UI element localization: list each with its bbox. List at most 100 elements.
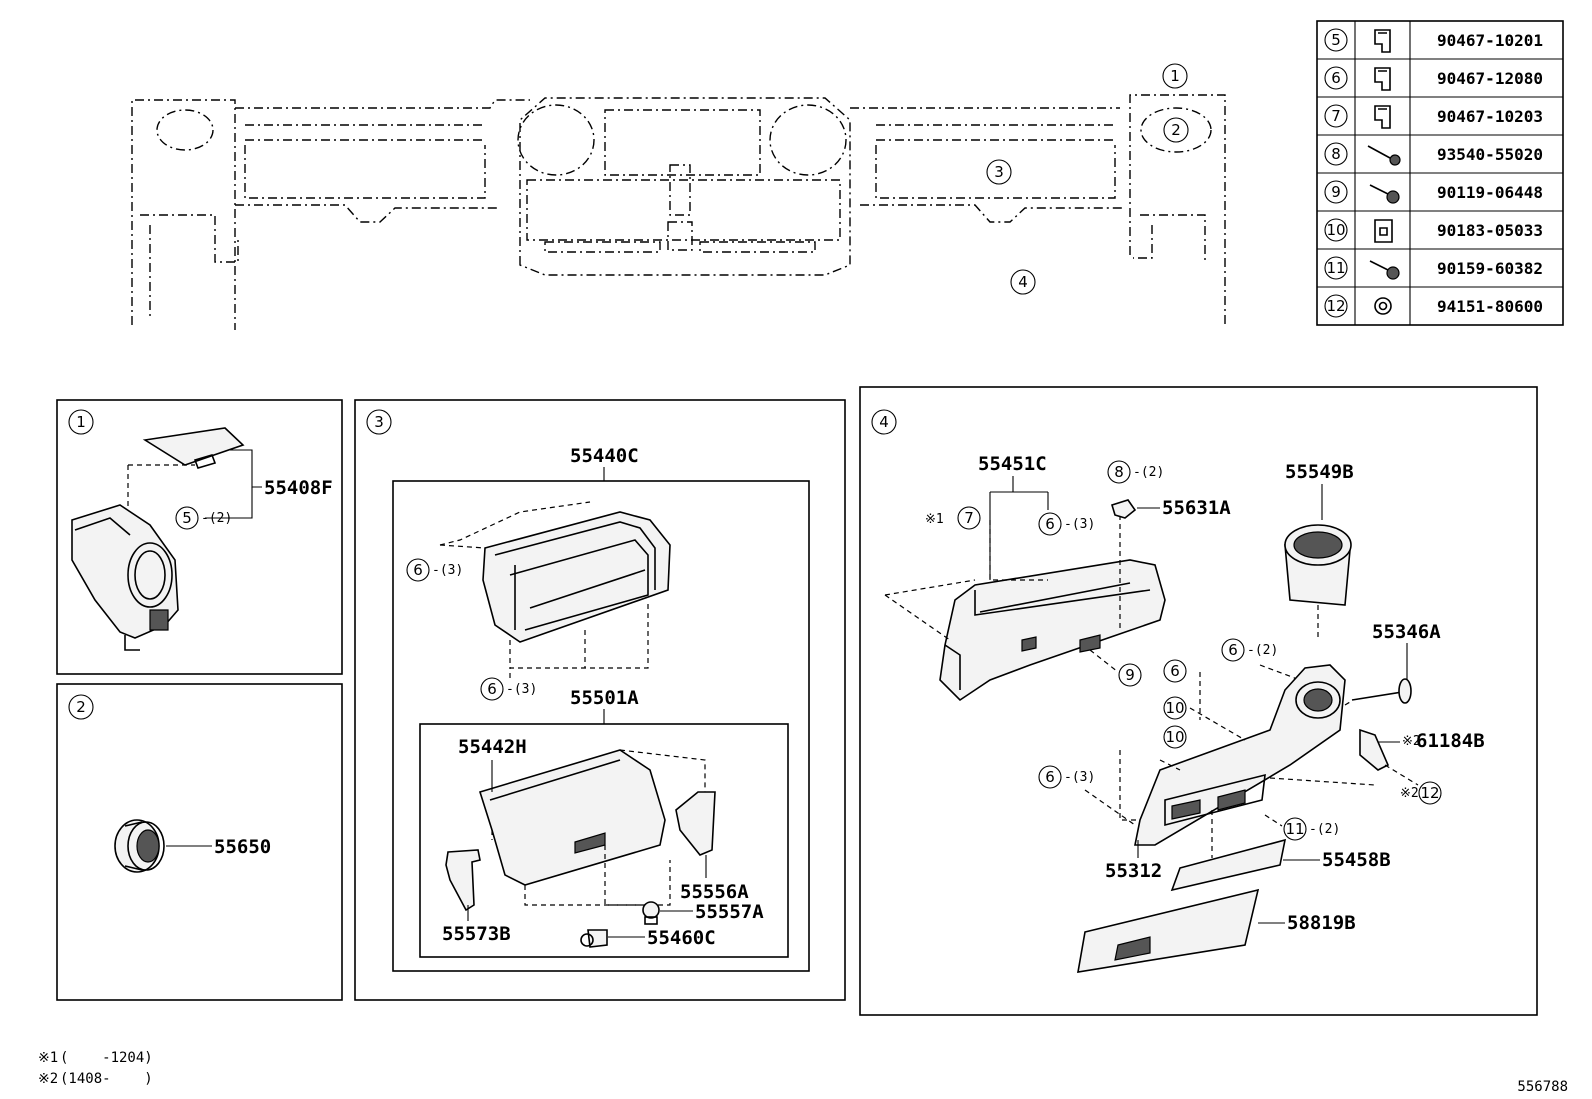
svg-text:55501A: 55501A — [570, 687, 639, 709]
dashboard-center — [519, 97, 851, 276]
svg-text:3: 3 — [994, 163, 1004, 181]
lower-panel — [939, 559, 1166, 702]
svg-text:-(3): -(3) — [1064, 770, 1095, 785]
svg-text:5: 5 — [182, 509, 192, 527]
bracket — [1359, 728, 1390, 771]
svg-text:55451C: 55451C — [978, 453, 1047, 475]
svg-text:6: 6 — [487, 680, 497, 698]
table-row: 5 90467-10201 — [1324, 28, 1543, 53]
door-catch — [642, 901, 660, 925]
svg-text:55442H: 55442H — [458, 736, 527, 758]
door-damper — [675, 791, 716, 856]
dashboard-right-end — [1129, 94, 1226, 325]
overview-callout-1: 1 — [1162, 63, 1188, 89]
svg-text:55650: 55650 — [214, 836, 271, 858]
fastener-table: 5 90467-10201 6 90467-12080 7 90467-1020… — [1316, 20, 1564, 326]
dashboard-overview — [131, 94, 1226, 330]
svg-text:10: 10 — [1165, 699, 1184, 717]
svg-text:55631A: 55631A — [1162, 497, 1231, 519]
glove-box-door — [478, 749, 666, 886]
svg-text:6: 6 — [1170, 662, 1180, 680]
svg-text:11: 11 — [1285, 820, 1304, 838]
panel-2: 2 55650 — [56, 683, 343, 1001]
svg-text:※2: ※2 — [1402, 734, 1421, 749]
nut-clip-icon — [1374, 219, 1393, 243]
svg-text:6: 6 — [1331, 69, 1341, 87]
overview-callout-3: 3 — [986, 159, 1012, 185]
svg-text:10: 10 — [1165, 728, 1184, 746]
side-cover — [142, 427, 245, 466]
overview-callout-2: 2 — [1163, 117, 1189, 143]
svg-text:4: 4 — [1018, 273, 1028, 291]
svg-text:-(3): -(3) — [1064, 517, 1095, 532]
svg-text:2: 2 — [76, 698, 86, 716]
svg-text:5: 5 — [1331, 31, 1341, 49]
svg-text:-(2): -(2) — [1247, 643, 1278, 658]
svg-text:12: 12 — [1326, 297, 1345, 315]
svg-text:55556A: 55556A — [680, 881, 749, 903]
svg-text:-(3): -(3) — [506, 682, 537, 697]
svg-text:※1: ※1 — [925, 512, 944, 527]
svg-text:90467-12080: 90467-12080 — [1437, 69, 1543, 88]
svg-text:9: 9 — [1125, 666, 1135, 684]
svg-text:6: 6 — [1045, 768, 1055, 786]
svg-text:93540-55020: 93540-55020 — [1437, 145, 1543, 164]
svg-text:10: 10 — [1326, 221, 1345, 239]
svg-text:-(2): -(2) — [1133, 465, 1164, 480]
bolt-icon — [1369, 184, 1400, 204]
diagram-id: 556788 — [1517, 1079, 1568, 1095]
svg-text:55440C: 55440C — [570, 445, 639, 467]
svg-text:9: 9 — [1331, 183, 1341, 201]
table-row: 9 90119-06448 — [1324, 180, 1543, 204]
svg-text:90467-10201: 90467-10201 — [1437, 31, 1543, 50]
svg-text:4: 4 — [879, 413, 889, 431]
svg-text:55573B: 55573B — [442, 923, 511, 945]
table-row: 11 90159-60382 — [1324, 256, 1543, 280]
clip-icon — [1374, 105, 1391, 129]
glove-box-compartment — [482, 511, 671, 643]
footnotes: ※1 ( -1204) ※2 (1408- ) — [38, 1050, 153, 1087]
table-row: 6 90467-12080 — [1324, 66, 1543, 91]
panel-1: 1 55408F 5 -(2) — [56, 399, 343, 675]
svg-text:※2: ※2 — [38, 1071, 58, 1087]
clip-icon — [1374, 67, 1391, 91]
door-lock — [580, 929, 608, 948]
svg-text:1: 1 — [76, 413, 86, 431]
svg-text:55557A: 55557A — [695, 901, 764, 923]
svg-text:2: 2 — [1171, 121, 1181, 139]
svg-text:55346A: 55346A — [1372, 621, 1441, 643]
svg-text:55549B: 55549B — [1285, 461, 1354, 483]
svg-text:55458B: 55458B — [1322, 849, 1391, 871]
screw-icon — [1367, 145, 1401, 166]
overview-callout-4: 4 — [1010, 269, 1036, 295]
console-trim-panel — [1170, 838, 1287, 892]
nut-icon — [1374, 297, 1392, 315]
svg-text:-(2): -(2) — [201, 511, 232, 526]
svg-text:58819B: 58819B — [1287, 912, 1356, 934]
table-row: 7 90467-10203 — [1324, 104, 1543, 129]
dashboard-left-end — [131, 99, 236, 330]
svg-text:12: 12 — [1420, 784, 1439, 802]
svg-text:1: 1 — [1170, 67, 1180, 85]
svg-text:90183-05033: 90183-05033 — [1437, 221, 1543, 240]
table-row: 8 93540-55020 — [1324, 142, 1543, 166]
svg-text:6: 6 — [1228, 641, 1238, 659]
svg-text:※1: ※1 — [38, 1050, 58, 1066]
svg-text:3: 3 — [374, 413, 384, 431]
svg-text:-(3): -(3) — [432, 563, 463, 578]
svg-text:※2: ※2 — [1400, 786, 1419, 801]
svg-text:90159-60382: 90159-60382 — [1437, 259, 1543, 278]
svg-text:90119-06448: 90119-06448 — [1437, 183, 1543, 202]
panel-3: 3 55440C 6 -(3) 6 -(3) 55501A — [354, 399, 846, 1001]
bolt-icon — [1369, 260, 1400, 280]
svg-text:55408F: 55408F — [264, 477, 333, 499]
svg-text:8: 8 — [1114, 463, 1124, 481]
clip-icon — [1374, 29, 1391, 53]
door-hinge — [445, 849, 481, 912]
svg-text:6: 6 — [413, 561, 423, 579]
svg-text:( -1204): ( -1204) — [60, 1050, 153, 1066]
side-vent — [114, 819, 165, 873]
svg-text:90467-10203: 90467-10203 — [1437, 107, 1543, 126]
svg-text:55460C: 55460C — [647, 927, 716, 949]
svg-text:-(2): -(2) — [1309, 822, 1340, 837]
